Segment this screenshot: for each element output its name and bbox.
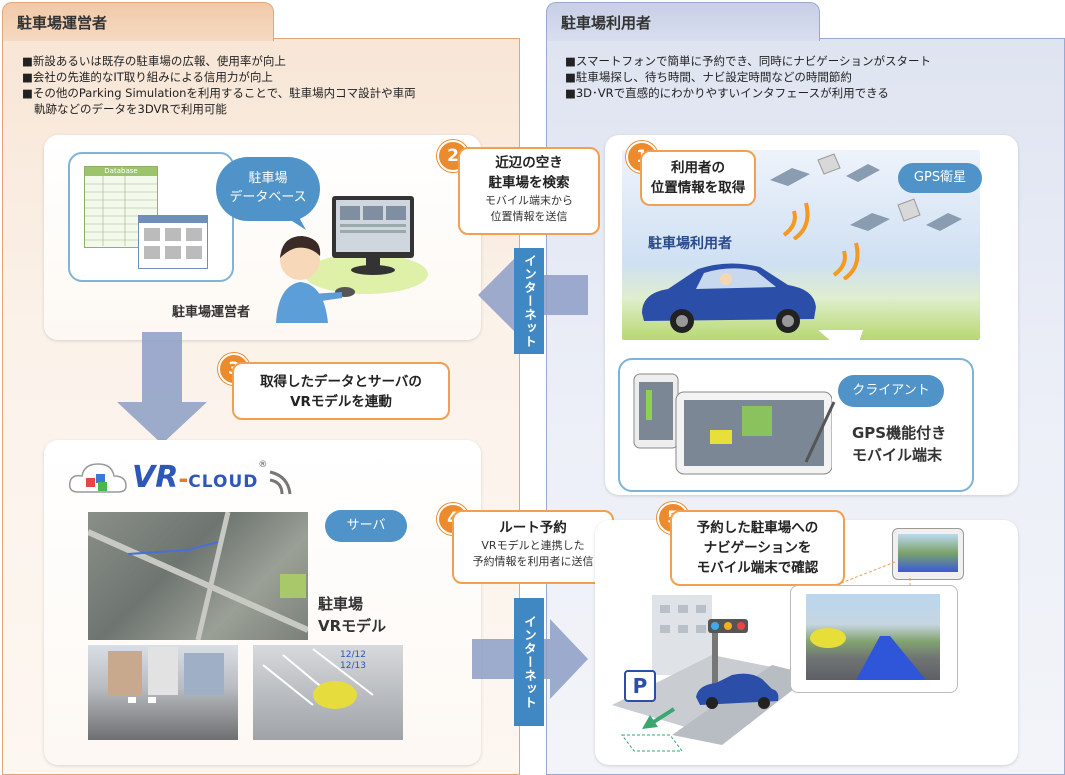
operator-bullet: ■その他のParking Simulationを利用することで、駐車場内コマ設計… — [22, 86, 416, 100]
step-2-callout: 近辺の空き 駐車場を検索 モバイル端末から 位置情報を送信 — [458, 147, 600, 235]
user-tab-title: 駐車場利用者 — [561, 14, 652, 32]
vr-model-label: 駐車場 VRモデル — [318, 593, 386, 637]
internet-label-bottom: インターネット — [514, 598, 544, 726]
user-bullets: ■スマートフォンで簡単に予約でき、同時にナビゲーションがスタート ■駐車場探し、… — [565, 53, 931, 101]
device-label: GPS機能付き モバイル端末 — [852, 422, 946, 466]
server-pill: サーバ — [325, 510, 407, 542]
street-view-buildings — [108, 647, 224, 703]
database-bubble: 駐車場 データベース — [216, 157, 320, 221]
step-2-sub: 位置情報を送信 — [490, 210, 568, 223]
client-pill: クライアント — [838, 375, 944, 407]
operator-desk-illustration — [276, 196, 428, 323]
satellite-icon — [850, 198, 962, 231]
step-4-sub: VRモデルと連携した — [481, 539, 585, 552]
car-user-label: 駐車場利用者 — [648, 236, 732, 252]
parking-lot-lines — [262, 648, 374, 709]
parking-timestamps: 12/12 12/13 — [340, 650, 366, 672]
user-tab: 駐車場利用者 — [546, 2, 820, 41]
database-bubble-line: 駐車場 — [248, 171, 288, 186]
aerial-map-roads — [88, 512, 308, 640]
user-bullet: ■スマートフォンで簡単に予約でき、同時にナビゲーションがスタート — [565, 54, 931, 68]
aerial-map-image — [88, 512, 308, 640]
stylus-icon — [804, 401, 836, 463]
down-arrow — [117, 332, 207, 444]
phone-thumbnail — [892, 528, 964, 580]
wifi-icon — [269, 470, 292, 495]
step-1-title: 位置情報を取得 — [650, 180, 746, 196]
logo-vr: VR — [132, 460, 179, 495]
mobile-devices-illustration — [633, 373, 832, 475]
device-label-line: GPS機能付き — [852, 424, 947, 442]
user-bullet: ■駐車場探し、待ち時間、ナビ設定時間などの時間節約 — [565, 70, 852, 84]
operator-tab-title: 駐車場運営者 — [17, 14, 108, 32]
window-panels-icon — [144, 228, 202, 259]
gps-pill: GPS衛星 — [898, 163, 982, 193]
internet-label-top: インターネット — [514, 248, 544, 354]
step-4-callout: ルート予約 VRモデルと連携した 予約情報を利用者に送信 — [452, 510, 614, 584]
operator-person-label: 駐車場運営者 — [172, 305, 251, 320]
user-bullet: ■3D･VRで直感的にわかりやすいインタフェースが利用できる — [565, 86, 889, 100]
operator-bullets: ■新設あるいは既存の駐車場の広報、使用率が向上 ■会社の先進的なIT取り組みによ… — [22, 53, 416, 117]
logo-cloud: CLOUD — [188, 472, 259, 492]
logo-dash: - — [178, 465, 189, 493]
bubble-tail — [275, 210, 306, 230]
step-2-title: 近辺の空き — [495, 155, 563, 171]
timestamp: 12/13 — [340, 661, 366, 671]
signal-waves-icon — [782, 202, 810, 240]
step-5-title: ナビゲーションを — [703, 540, 812, 556]
database-title: Database — [85, 167, 157, 176]
navigation-route — [810, 628, 926, 680]
parking-sign-letter: P — [632, 674, 648, 698]
car-illustration — [642, 263, 816, 333]
vr-model-label-line: 駐車場 — [318, 595, 364, 613]
step-1-title: 利用者の — [671, 160, 725, 176]
step-3-callout: 取得したデータとサーバの VRモデルを連動 — [232, 362, 450, 420]
signal-waves-icon — [832, 242, 860, 280]
card-tail — [818, 330, 863, 360]
step-1-callout: 利用者の 位置情報を取得 — [640, 150, 756, 206]
timestamp: 12/12 — [340, 650, 366, 660]
satellite-icon — [770, 153, 880, 186]
operator-bullet: ■会社の先進的なIT取り組みによる信用力が向上 — [22, 70, 273, 84]
step-5-callout: 予約した駐車場への ナビゲーションを モバイル端末で確認 — [670, 510, 845, 586]
operator-bullet: ■新設あるいは既存の駐車場の広報、使用率が向上 — [22, 54, 286, 68]
logo-reg: ® — [258, 460, 268, 470]
device-label-line: モバイル端末 — [852, 446, 943, 464]
operator-tab: 駐車場運営者 — [2, 2, 274, 41]
operator-bullet: 軌跡などのデータを3DVRで利用可能 — [34, 102, 227, 116]
step-2-title: 駐車場を検索 — [488, 175, 570, 191]
vr-model-label-line: VRモデル — [318, 617, 387, 635]
step-2-sub: モバイル端末から — [485, 194, 573, 207]
database-bubble-line: データベース — [229, 190, 307, 205]
vr-cloud-logo: VR-CLOUD ® — [132, 460, 267, 495]
database-subwindow — [138, 215, 208, 269]
step-5-title: モバイル端末で確認 — [696, 560, 819, 576]
step-5-title: 予約した駐車場への — [696, 520, 819, 536]
step-3-title: 取得したデータとサーバの — [260, 374, 422, 390]
step-4-title: ルート予約 — [499, 520, 567, 536]
city-intersection-illustration — [612, 595, 812, 752]
parking-sign: P — [624, 670, 656, 702]
cloud-logo-icon — [68, 463, 127, 493]
step-4-sub: 予約情報を利用者に送信 — [472, 555, 594, 568]
step-3-title: VRモデルを連動 — [290, 394, 392, 410]
